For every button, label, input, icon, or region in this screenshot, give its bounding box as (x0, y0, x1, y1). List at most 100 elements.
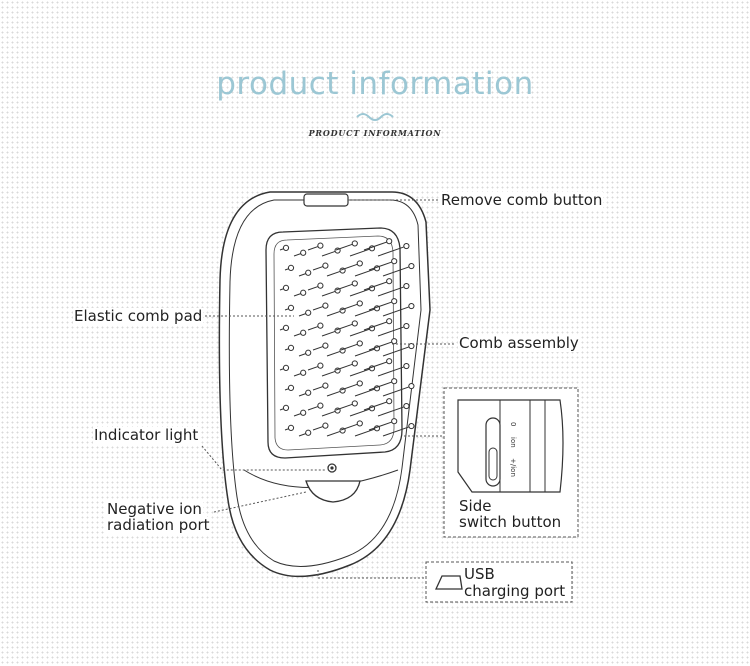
bristle-tip (317, 362, 324, 369)
bristle-stem (349, 287, 373, 297)
bristle-stem (368, 260, 395, 271)
bristle-tip (408, 342, 415, 350)
label-indicator-light: Indicator light (93, 426, 200, 444)
bristle-tip (287, 384, 295, 391)
bristle-tip (287, 264, 295, 271)
label-side-switch-line1: Side (458, 497, 493, 515)
bristle-tip (356, 420, 363, 427)
bristle-tip (322, 302, 329, 309)
bristle-tip (300, 249, 307, 256)
bristle-tip (305, 309, 312, 316)
bristle-tip (282, 284, 290, 291)
bristle-tip (403, 282, 410, 290)
bristle-tip (287, 304, 295, 311)
bristle-stem (382, 265, 412, 277)
bristle-tip (391, 338, 398, 345)
bristle-tip (386, 278, 393, 285)
usb-port-icon (434, 575, 463, 590)
comb-bristles (279, 238, 415, 437)
bristle-stem (377, 405, 407, 417)
bristle-tip (282, 324, 290, 331)
bristle-stem (340, 302, 360, 311)
bristle-stem (349, 367, 373, 377)
bristle-stem (382, 345, 412, 357)
label-elastic-comb-pad: Elastic comb pad (73, 307, 204, 325)
label-usb-line1: USB (464, 565, 495, 583)
bristle-stem (354, 347, 378, 357)
bristle-tip (322, 422, 329, 429)
label-negative-ion-line2: radiation port (106, 516, 211, 534)
bristle-tip (351, 400, 358, 407)
bristle-stem (335, 402, 355, 411)
bristle-tip (391, 258, 398, 265)
bristle-tip (351, 280, 358, 287)
bristle-tip (403, 322, 410, 330)
label-negative-ion-line1: Negative ion (106, 500, 203, 518)
bristle-tip (403, 242, 410, 250)
bristle-tip (351, 320, 358, 327)
label-remove-comb-button: Remove comb button (440, 191, 604, 209)
side-view-shape (457, 399, 564, 493)
bristle-stem (368, 380, 395, 391)
label-comb-assembly: Comb assembly (458, 334, 580, 352)
bristle-stem (349, 407, 373, 417)
bristle-stem (363, 320, 390, 331)
bristle-tip (386, 358, 393, 365)
bristle-stem (377, 245, 407, 257)
bristle-tip (282, 244, 290, 251)
bristle-stem (340, 262, 360, 271)
bristle-stem (382, 305, 412, 317)
bristle-tip (408, 262, 415, 270)
bristle-stem (363, 360, 390, 371)
remove-comb-button-shape (303, 193, 349, 207)
bristle-stem (340, 342, 360, 351)
bristle-tip (386, 398, 393, 405)
bristle-tip (317, 402, 324, 409)
comb-pad-outline (265, 227, 403, 459)
bristle-stem (382, 385, 412, 397)
page-subtitle: PRODUCT INFORMATION (308, 128, 442, 138)
bristle-tip (386, 318, 393, 325)
label-side-switch-line2: switch button (458, 513, 563, 531)
bristle-stem (377, 365, 407, 377)
bristle-tip (322, 342, 329, 349)
bristle-tip (282, 364, 290, 371)
bristle-tip (317, 242, 324, 249)
bristle-tip (403, 402, 410, 410)
switch-mark-plus-ion: +/ion (509, 458, 517, 477)
bristle-stem (363, 240, 390, 251)
bristle-tip (356, 260, 363, 267)
bristle-tip (300, 289, 307, 296)
bristle-tip (322, 262, 329, 269)
bristle-stem (354, 387, 378, 397)
bristle-stem (354, 427, 378, 437)
bristle-tip (317, 322, 324, 329)
bristle-tip (356, 300, 363, 307)
bristle-tip (300, 369, 307, 376)
bristle-tip (356, 380, 363, 387)
side-switch-slider (488, 447, 498, 481)
bristle-stem (377, 285, 407, 297)
bristle-tip (408, 422, 415, 430)
bristle-stem (340, 422, 360, 431)
bristle-tip (300, 329, 307, 336)
bristle-stem (349, 247, 373, 257)
bristle-stem (382, 425, 412, 437)
bristle-stem (335, 282, 355, 291)
bristle-stem (363, 400, 390, 411)
bristle-tip (391, 418, 398, 425)
bristle-tip (408, 382, 415, 390)
bristle-stem (368, 340, 395, 351)
bristle-tip (305, 429, 312, 436)
title-wave-decoration (356, 113, 394, 121)
bristle-stem (354, 267, 378, 277)
negative-ion-port-shape (305, 480, 361, 503)
bristle-tip (322, 382, 329, 389)
leader-indicator-light (201, 445, 326, 471)
bristle-stem (363, 280, 390, 291)
brush-body-inner-outline (228, 199, 422, 567)
bristle-stem (340, 382, 360, 391)
indicator-light-core (330, 466, 334, 470)
bristle-tip (305, 349, 312, 356)
